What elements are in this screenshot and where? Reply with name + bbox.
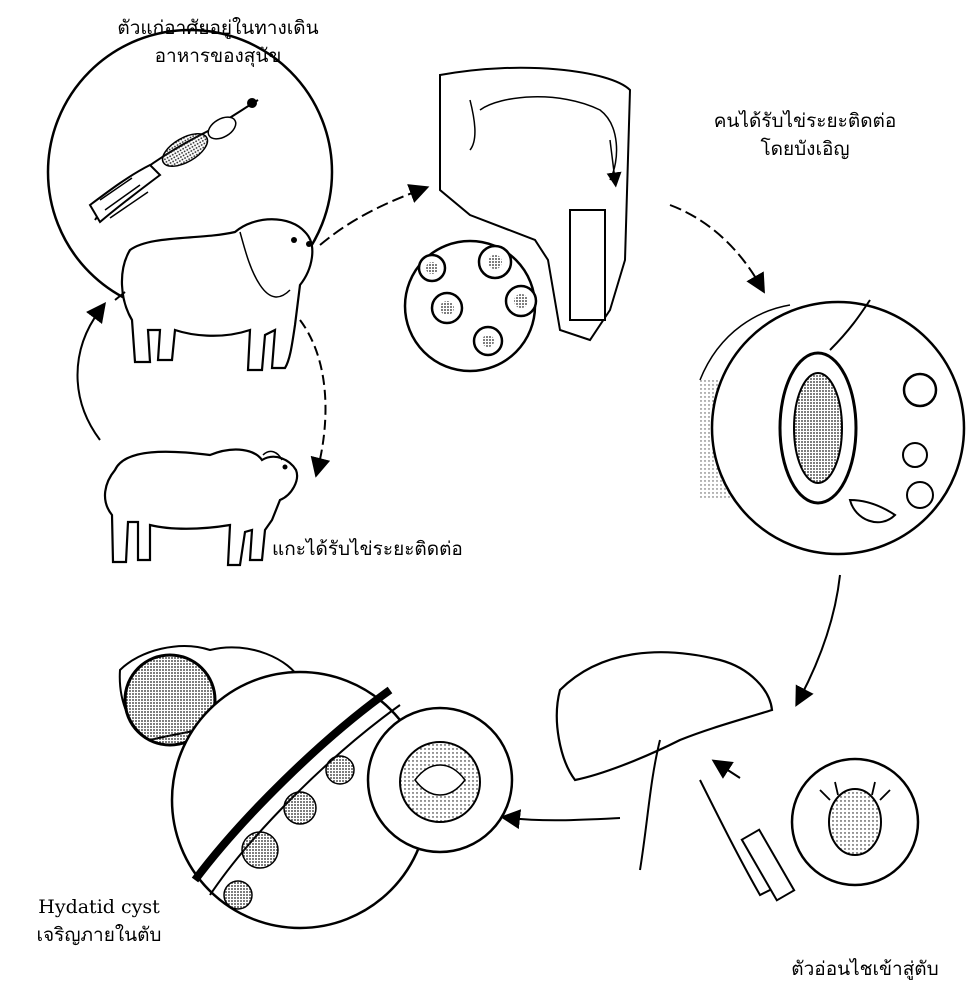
larva-icon xyxy=(829,789,881,855)
arrow-intestine-to-liver xyxy=(800,575,840,698)
intestine-circle xyxy=(700,300,964,554)
adult-worm-label-line1: ตัวแก่อาศัยอยู่ในทางเดิน xyxy=(88,14,348,42)
human-ingestion-label: คนได้รับไข่ระยะติดต่อ โดยบังเอิญ xyxy=(680,107,930,163)
sheep-ingestion-label: แกะได้รับไข่ระยะติดต่อ xyxy=(272,535,463,563)
arrow-dog-to-human xyxy=(320,190,420,245)
larva-circle xyxy=(792,759,918,885)
adult-worm-label-line2: อาหารของสุนัข xyxy=(88,42,348,70)
liver-icon xyxy=(557,652,794,900)
larva-to-liver-label: ตัวอ่อนไชเข้าสู่ตับ xyxy=(765,955,965,983)
sheep-icon xyxy=(105,450,297,565)
hydatid-circle xyxy=(120,646,512,928)
arrow-liver-to-cyst xyxy=(510,818,620,820)
human-ingestion-label-line1: คนได้รับไข่ระยะติดต่อ xyxy=(680,107,930,135)
eggs-circle xyxy=(405,241,536,371)
adult-worm-label: ตัวแก่อาศัยอยู่ในทางเดิน อาหารของสุนัข xyxy=(88,14,348,70)
hydatid-label-line2: เจริญภายในตับ xyxy=(14,921,184,949)
hydatid-label-line1: Hydatid cyst xyxy=(14,893,184,921)
sheep-ingestion-label-text: แกะได้รับไข่ระยะติดต่อ xyxy=(272,535,463,563)
larva-to-liver-label-text: ตัวอ่อนไชเข้าสู่ตับ xyxy=(765,955,965,983)
arrow-human-to-intestine xyxy=(670,205,760,285)
human-ingestion-label-line2: โดยบังเอิญ xyxy=(680,135,930,163)
hydatid-label: Hydatid cyst เจริญภายในตับ xyxy=(14,893,184,949)
